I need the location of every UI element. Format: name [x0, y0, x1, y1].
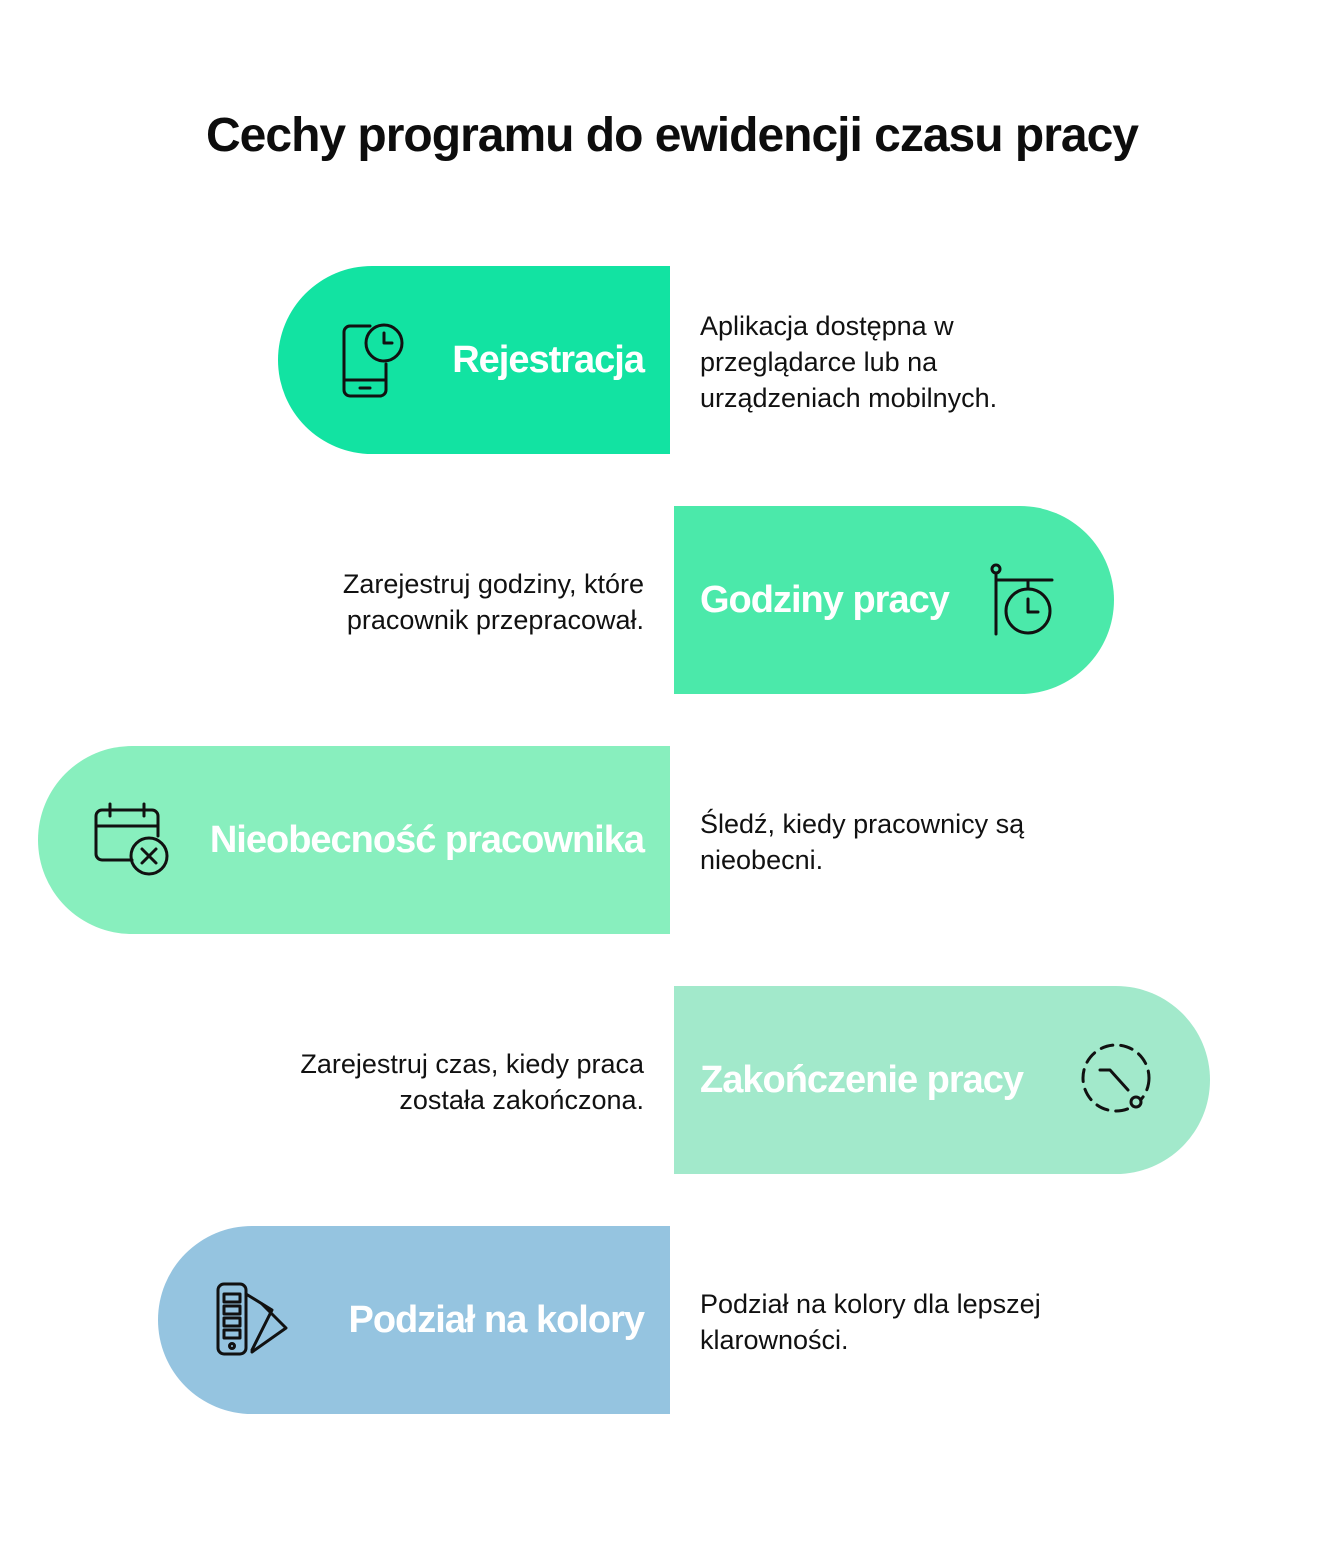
feature-description: Podział na kolory dla lepszej klarownośc…	[700, 1289, 1041, 1355]
feature-card-absence: Nieobecność pracownika	[38, 746, 670, 934]
feature-label: Zakończenie pracy	[700, 1058, 1024, 1101]
feature-card-working-hours: Godziny pracy	[674, 506, 1114, 694]
clock-pin-icon	[990, 563, 1054, 636]
feature-label: Nieobecność pracownika	[209, 818, 645, 861]
feature-description: Śledź, kiedy pracownicy są nieobecni.	[700, 809, 1025, 875]
smartphone-clock-icon	[342, 323, 404, 398]
feature-label: Rejestracja	[452, 338, 645, 381]
feature-card-work-end: Zakończenie pracy	[674, 986, 1210, 1174]
feature-description: Aplikacja dostępna w przeglądarce lub na…	[700, 311, 998, 413]
page-title: Cechy programu do ewidencji czasu pracy	[206, 109, 1139, 162]
feature-label: Podział na kolory	[348, 1298, 645, 1341]
dashed-clock-icon	[1081, 1043, 1151, 1113]
feature-description: Zarejestruj godziny, które pracownik prz…	[342, 569, 644, 635]
feature-card-color-coding: Podział na kolory	[158, 1226, 670, 1414]
feature-label: Godziny pracy	[700, 578, 950, 621]
calendar-cancel-icon	[94, 802, 169, 876]
color-palette-icon	[216, 1282, 288, 1356]
feature-description: Zarejestruj czas, kiedy praca została za…	[300, 1049, 644, 1115]
feature-card-registration: Rejestracja	[278, 266, 670, 454]
